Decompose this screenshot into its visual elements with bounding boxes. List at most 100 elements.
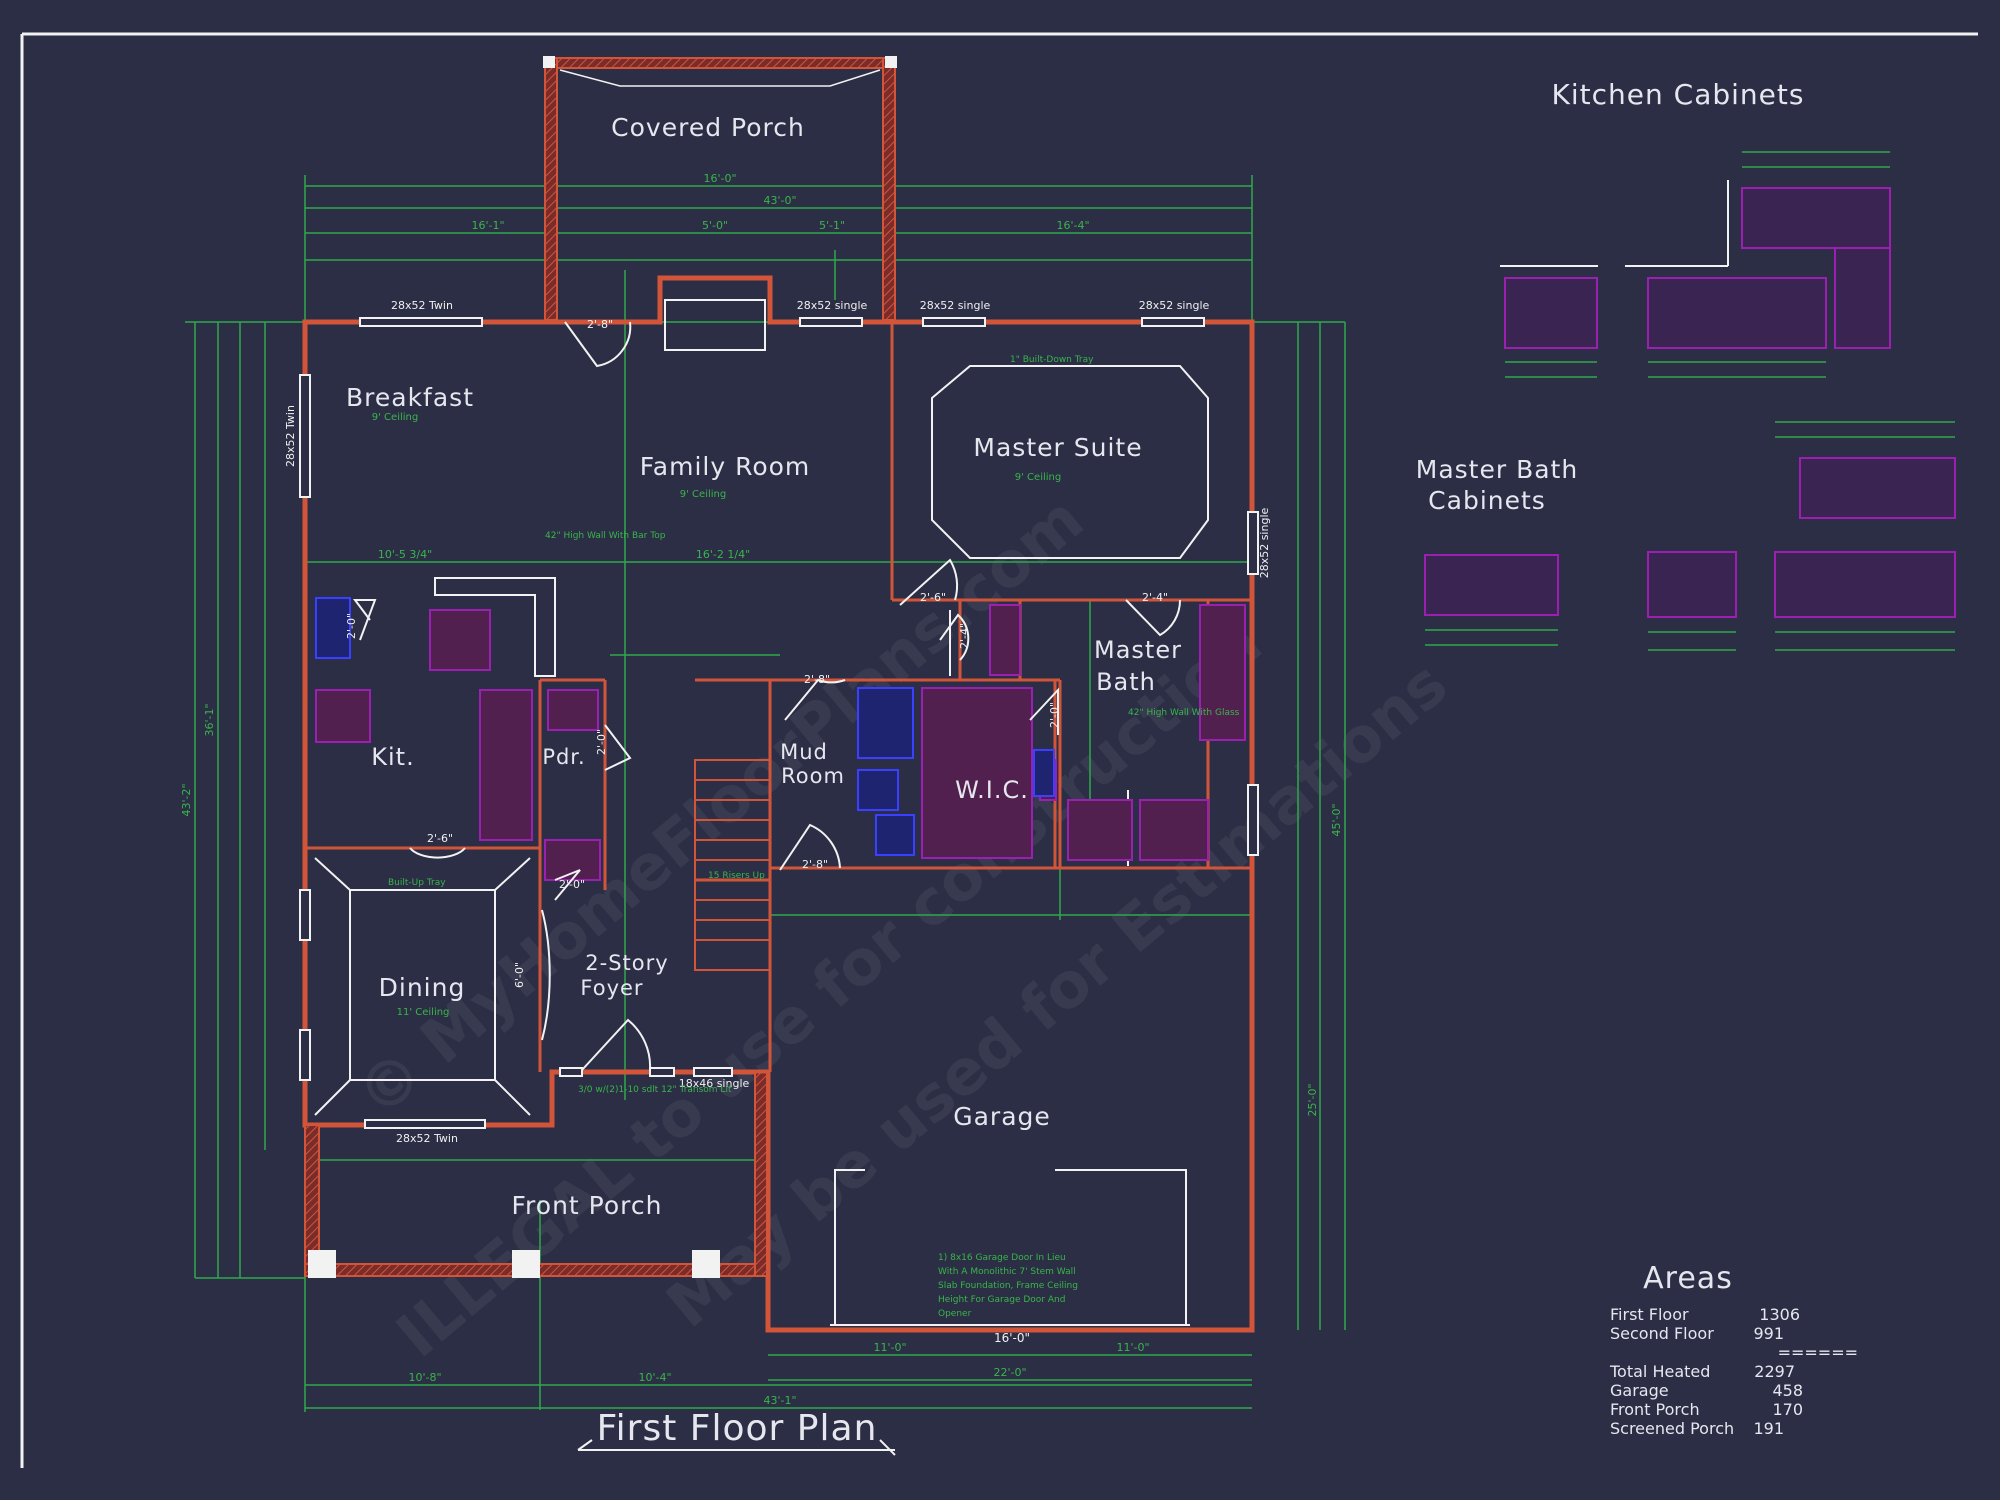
dim-porch-width: 16'-0" [703, 172, 736, 185]
covered-porch-walls [543, 56, 897, 321]
door-label-d6: 2'-0" [1048, 702, 1061, 728]
plan-title: First Floor Plan [597, 1408, 878, 1449]
note-garage-1: 1) 8x16 Garage Door In Lieu [938, 1253, 1066, 1263]
door-labels: 2'-8" 2'-6" 2'-4" 2'-4" 2'-8" 2'-0" 2'-0… [345, 318, 1168, 1345]
room-label-foyer-2: Foyer [580, 976, 643, 1000]
room-label-mud-2: Room [781, 764, 845, 788]
dim-family-a: 16'-2 1/4" [696, 548, 750, 561]
window-label-front-door: 18x46 single [679, 1077, 750, 1090]
kitchen-cabinets-plan [315, 604, 1246, 881]
dim-bottom-c: 22'-0" [993, 1366, 1026, 1379]
note-master-tray: 1" Built-Down Tray [1010, 355, 1094, 365]
room-label-family-room: Family Room [640, 452, 811, 481]
master-bath-cabinet-elevations [1424, 421, 1956, 651]
areas-row-value: ====== [1778, 1343, 1858, 1362]
window-label-left: 28x52 Twin [284, 405, 297, 467]
note-garage-4: Height For Garage Door And [938, 1295, 1065, 1305]
window-labels: 28x52 Twin 28x52 single 28x52 single 28x… [284, 299, 1271, 1145]
window-label-top-mid: 28x52 single [797, 299, 868, 312]
title-underline [577, 1439, 896, 1456]
family-ceiling-note: 9' Ceiling [680, 489, 726, 500]
door-label-d1: 2'-8" [587, 318, 613, 331]
window-label-top-right: 28x52 single [1139, 299, 1210, 312]
master-ceiling-note: 9' Ceiling [1015, 472, 1061, 483]
dining-ceiling-note: 11' Ceiling [397, 1007, 450, 1018]
appliances [315, 597, 1055, 856]
garage-door-label: 16'-0" [994, 1331, 1030, 1345]
window-label-right: 28x52 single [1258, 507, 1271, 578]
dim-bottom-a: 10'-8" [408, 1371, 441, 1384]
door-label-d12: 6'-0" [513, 962, 526, 988]
areas-heading: Areas [1643, 1261, 1733, 1296]
areas-row-label: Second Floor [1610, 1324, 1714, 1343]
room-label-mud-1: Mud [780, 740, 828, 764]
dim-bottom-total: 43'-1" [763, 1394, 796, 1407]
sheet-border [20, 32, 1978, 1468]
dim-right-a: 25'-0" [1306, 1083, 1319, 1116]
kitchen-cabinets-heading: Kitchen Cabinets [1552, 78, 1805, 111]
areas-row-value: 191 [1753, 1419, 1784, 1438]
master-bath-cabinets-heading-2: Cabinets [1428, 486, 1546, 515]
dim-top-d: 16'-4" [1056, 219, 1089, 232]
master-suite-tray-ceiling [931, 365, 1209, 559]
watermark: © MyHomeFloorPlans.com ILLEGAL to use fo… [343, 482, 1461, 1371]
door-label-d3: 2'-4" [958, 623, 971, 649]
note-garage-3: Slab Foundation, Frame Ceiling [938, 1281, 1078, 1291]
note-garage-5: Opener [938, 1309, 972, 1319]
room-label-breakfast: Breakfast [346, 383, 474, 412]
room-label-covered-porch: Covered Porch [611, 113, 805, 142]
room-label-kit: Kit. [371, 743, 414, 771]
kitchen-cabinet-elevations [1500, 151, 1891, 378]
dim-top-total: 43'-0" [763, 194, 796, 207]
dim-left-total: 43'-2" [180, 783, 193, 816]
room-label-wic: W.I.C. [955, 776, 1029, 804]
front-porch-structure [304, 1071, 768, 1278]
room-label-pdr: Pdr. [542, 745, 585, 769]
note-stairs: 15 Risers Up [708, 871, 765, 881]
areas-row-label: Total Heated [1609, 1362, 1710, 1381]
note-built-in: Built-Up Tray [388, 878, 446, 888]
room-label-garage: Garage [953, 1102, 1051, 1131]
door-label-d9: 2'-0" [595, 729, 608, 755]
master-bath-cabinets-heading-1: Master Bath [1416, 455, 1578, 484]
note-bar-wall: 42" High Wall With Bar Top [545, 531, 666, 541]
dim-top-a: 16'-1" [471, 219, 504, 232]
areas-row-value: 1306 [1759, 1305, 1800, 1324]
areas-row-label: Garage [1610, 1381, 1669, 1400]
areas-row-label: First Floor [1610, 1305, 1689, 1324]
areas-row-label: Screened Porch [1610, 1419, 1734, 1438]
note-garage-2: With A Monolithic 7' Stem Wall [938, 1267, 1076, 1277]
dim-left-a: 36'-1" [203, 703, 216, 736]
note-bath-wall: 42" High Wall With Glass [1128, 708, 1240, 718]
dim-bottom-b: 10'-4" [638, 1371, 671, 1384]
room-label-front-porch: Front Porch [512, 1191, 663, 1220]
door-label-d4: 2'-4" [1142, 591, 1168, 604]
dim-breakfast-a: 10'-5 3/4" [378, 548, 432, 561]
room-label-master-suite: Master Suite [973, 433, 1142, 462]
exterior-walls [302, 275, 1255, 1333]
areas-row-label: Front Porch [1610, 1400, 1700, 1419]
door-label-d11: 2'-0" [559, 878, 585, 891]
room-labels: Covered Porch Breakfast 9' Ceiling Famil… [346, 113, 1182, 1220]
dim-bottom-d: 11'-0" [873, 1341, 906, 1354]
areas-table: Areas First Floor 1306 Second Floor 991 … [1609, 1261, 1858, 1438]
plan-notes: 42" High Wall With Bar Top Built-Up Tray… [388, 355, 1240, 1319]
dim-right-total: 45'-0" [1330, 803, 1343, 836]
door-label-d2: 2'-6" [920, 591, 946, 604]
dimension-labels: 16'-0" 43'-0" 16'-1" 5'-0" 5'-1" 16'-4" … [180, 172, 1343, 1407]
door-label-d8: 2'-6" [427, 832, 453, 845]
door-label-d5: 2'-8" [804, 673, 830, 686]
areas-row-value: 458 [1772, 1381, 1803, 1400]
room-label-master-bath-1: Master [1094, 636, 1182, 664]
room-label-dining: Dining [379, 973, 466, 1002]
window-label-top-left: 28x52 Twin [391, 299, 453, 312]
window-label-top-mid2: 28x52 single [920, 299, 991, 312]
breakfast-ceiling-note: 9' Ceiling [372, 412, 418, 423]
door-swings [353, 321, 1182, 1071]
dim-bottom-e: 11'-0" [1116, 1341, 1149, 1354]
room-label-foyer-1: 2-Story [585, 951, 668, 975]
dim-top-b: 5'-0" [702, 219, 728, 232]
room-label-master-bath-2: Bath [1096, 668, 1156, 696]
dim-top-c: 5'-1" [819, 219, 845, 232]
